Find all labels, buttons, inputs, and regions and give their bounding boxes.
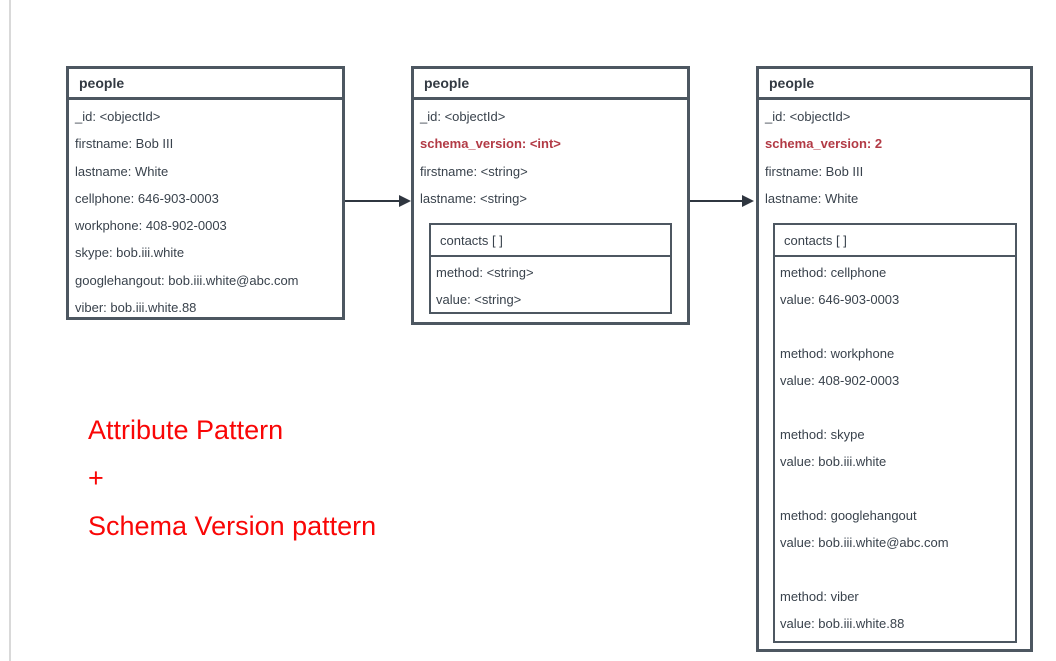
entity-body: _id: <objectId> schema_version: 2 firstn… (759, 100, 1030, 212)
field-row: cellphone: 646-903-0003 (75, 190, 219, 206)
entity-body: _id: <objectId> schema_version: <int> fi… (414, 100, 687, 212)
contact-row: method: viber (780, 589, 859, 604)
contact-row: method: googlehangout (780, 508, 917, 523)
contacts-body: method: <string> value: <string> (431, 257, 670, 313)
arrow-right-icon (345, 195, 411, 207)
entity-title: people (414, 69, 687, 100)
contacts-body: method: cellphone value: 646-903-0003 me… (775, 257, 1015, 637)
contact-group: method: workphone value: 408-902-0003 (780, 340, 1010, 394)
contact-group: method: skype value: bob.iii.white (780, 421, 1010, 475)
arrow-right-icon (690, 195, 754, 207)
entity-title: people (759, 69, 1030, 100)
contact-group: method: viber value: bob.iii.white.88 (780, 583, 1010, 637)
field-row: _id: <objectId> (765, 109, 851, 124)
field-row: firstname: Bob III (765, 163, 864, 179)
contact-row: method: <string> (436, 265, 534, 280)
contact-row: method: skype (780, 427, 865, 442)
field-row: viber: bob.iii.white.88 (75, 300, 197, 316)
entity-body: _id: <objectId> firstname: Bob III lastn… (69, 100, 342, 321)
contact-row: value: <string> (436, 292, 522, 307)
contact-row: value: 646-903-0003 (780, 292, 900, 307)
entity-box-people-schema: people _id: <objectId> schema_version: <… (411, 66, 690, 325)
field-row: lastname: <string> (420, 190, 527, 206)
caption-line-2: + (88, 463, 104, 493)
field-row: skype: bob.iii.white (75, 245, 185, 261)
caption-line-1: Attribute Pattern (88, 415, 284, 445)
field-row: _id: <objectId> (420, 109, 506, 124)
field-row: workphone: 408-902-0003 (75, 218, 227, 234)
field-row-schema-version: schema_version: 2 (765, 136, 883, 152)
entity-title: people (69, 69, 342, 100)
field-row: lastname: White (765, 190, 859, 206)
field-row: firstname: <string> (420, 163, 528, 179)
contact-row: value: 408-902-0003 (780, 373, 900, 388)
field-row-schema-version: schema_version: <int> (420, 136, 561, 152)
slide-left-edge-line (9, 0, 11, 661)
field-row: _id: <objectId> (75, 109, 161, 124)
contact-row: value: bob.iii.white (780, 454, 887, 469)
field-row: lastname: White (75, 163, 169, 179)
caption-line-3: Schema Version pattern (88, 511, 377, 541)
field-row: googlehangout: bob.iii.white@abc.com (75, 272, 299, 288)
contact-group: method: googlehangout value: bob.iii.whi… (780, 502, 1010, 556)
contacts-title: contacts [ ] (431, 225, 670, 257)
contacts-array-box: contacts [ ] method: cellphone value: 64… (773, 223, 1017, 643)
contact-group: method: cellphone value: 646-903-0003 (780, 259, 1010, 313)
contact-row: method: workphone (780, 346, 895, 361)
contact-row: value: bob.iii.white.88 (780, 616, 905, 631)
contact-row: value: bob.iii.white@abc.com (780, 535, 949, 550)
pattern-caption: Attribute Pattern + Schema Version patte… (88, 406, 376, 550)
field-row: firstname: Bob III (75, 136, 174, 152)
contact-row: method: cellphone (780, 265, 887, 280)
contacts-array-box: contacts [ ] method: <string> value: <st… (429, 223, 672, 314)
entity-box-people-v2: people _id: <objectId> schema_version: 2… (756, 66, 1033, 652)
contacts-title: contacts [ ] (775, 225, 1015, 257)
entity-box-people-original: people _id: <objectId> firstname: Bob II… (66, 66, 345, 320)
